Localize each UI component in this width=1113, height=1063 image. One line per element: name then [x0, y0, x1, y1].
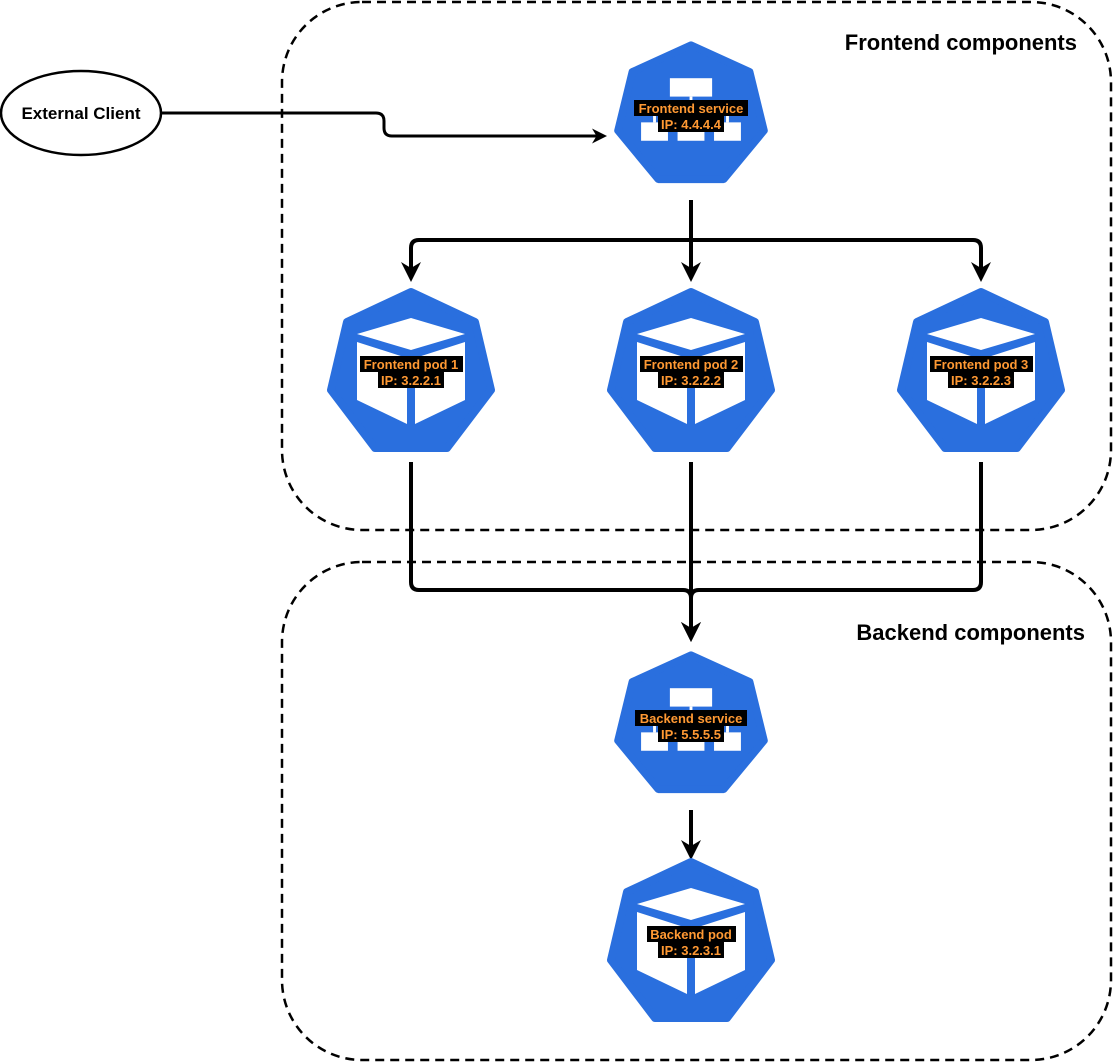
backend-service-label: Backend service IP: 5.5.5.5 — [635, 710, 747, 742]
external-client-label: External Client — [21, 104, 140, 123]
edge-frontend-pod-3-to-backend-service — [689, 462, 983, 599]
frontend-pod-3-label: Frontend pod 3 IP: 3.2.2.3 — [930, 356, 1033, 388]
edges — [162, 111, 991, 860]
frontend-pod-2-ip: IP: 3.2.2.2 — [661, 373, 721, 388]
backend-service-ip: IP: 5.5.5.5 — [661, 727, 721, 742]
edge-frontend-service-to-pod-3 — [691, 238, 991, 282]
external-client-ellipse — [0, 69, 163, 157]
edge-client-to-frontend-service — [162, 111, 607, 144]
external-client[interactable]: External Client — [0, 69, 163, 157]
frontend-pod-1-name: Frontend pod 1 — [364, 357, 459, 372]
edge-frontend-pod-1-to-backend-service — [409, 462, 701, 642]
frontend-pod-3-name: Frontend pod 3 — [934, 357, 1029, 372]
backend-pod-label: Backend pod IP: 3.2.3.1 — [647, 926, 736, 958]
backend-group-border — [280, 560, 1113, 1062]
frontend-pod-3-ip: IP: 3.2.2.3 — [951, 373, 1011, 388]
backend-group-title: Backend components — [856, 620, 1085, 645]
frontend-group-title: Frontend components — [845, 30, 1077, 55]
frontend-pod-1-label: Frontend pod 1 IP: 3.2.2.1 — [360, 356, 463, 388]
frontend-pod-2-label: Frontend pod 2 IP: 3.2.2.2 — [640, 356, 743, 388]
backend-pod-ip: IP: 3.2.3.1 — [661, 943, 721, 958]
frontend-service-ip: IP: 4.4.4.4 — [661, 117, 722, 132]
edge-frontend-service-to-pod-1 — [401, 238, 691, 282]
frontend-components-group: Frontend components — [280, 0, 1113, 532]
frontend-service-label: Frontend service IP: 4.4.4.4 — [634, 100, 748, 132]
frontend-pod-1-ip: IP: 3.2.2.1 — [381, 373, 441, 388]
frontend-group-border — [280, 0, 1113, 532]
frontend-service-name: Frontend service — [639, 101, 744, 116]
backend-pod-name: Backend pod — [650, 927, 732, 942]
backend-service-name: Backend service — [640, 711, 743, 726]
backend-components-group: Backend components — [280, 560, 1113, 1062]
frontend-pod-2-name: Frontend pod 2 — [644, 357, 739, 372]
